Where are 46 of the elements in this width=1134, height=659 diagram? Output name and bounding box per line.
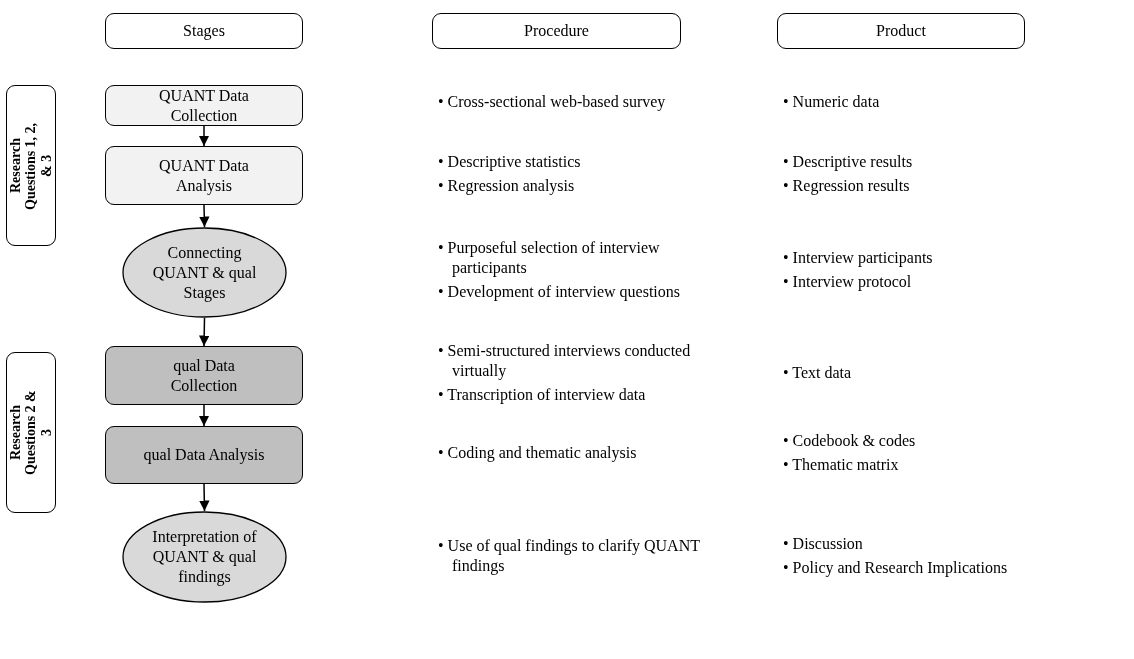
stage-label: QUANT Data Analysis [158, 155, 250, 196]
stage-box [105, 146, 303, 205]
research-question-label: Research Questions 1, 2, & 3 [7, 120, 55, 211]
stage-box [105, 346, 303, 405]
bullet-item: • Cross-sectional web-based survey [438, 92, 667, 112]
arrow [199, 483, 210, 512]
bullet-item: • Development of interview questions [438, 282, 681, 302]
column-heading: Stages [183, 21, 225, 41]
stage-label: Connecting QUANT & qual Stages [151, 242, 258, 303]
bullet-item: • Descriptive statistics [438, 152, 582, 172]
bullet-item: • Regression analysis [438, 176, 576, 196]
bullet-item: • Interview participants [783, 248, 934, 268]
stage-label: qual Data Analysis [143, 445, 265, 465]
arrow [198, 125, 210, 147]
bullet-item: • Transcription of interview data [438, 385, 647, 405]
bullet-item: • Numeric data [783, 92, 881, 112]
bullet-item: • Interview protocol [783, 272, 913, 292]
header-box [432, 13, 681, 49]
column-heading: Procedure [524, 21, 589, 41]
stage-box [105, 426, 303, 484]
bullet-item: • Discussion [783, 534, 864, 554]
stage-label: QUANT Data Collection [158, 85, 250, 126]
stage-label: qual Data Collection [169, 355, 239, 396]
stage-ellipse [122, 227, 287, 318]
arrow [199, 204, 210, 228]
stage-label: Interpretation of QUANT & qual findings [151, 527, 258, 587]
bullet-item: • Semi-structured interviews conducted virtually [438, 341, 692, 381]
research-question-box [6, 352, 56, 513]
stage-box [105, 85, 303, 126]
bullet-item: • Thematic matrix [783, 455, 900, 475]
bullet-item: • Descriptive results [783, 152, 914, 172]
header-box [105, 13, 303, 49]
arrow [198, 404, 210, 427]
research-question-box [6, 85, 56, 246]
bullet-item: • Text data [783, 363, 853, 383]
bullet-item: • Policy and Research Implications [783, 558, 1009, 578]
header-box [777, 13, 1025, 49]
bullet-item: • Purposeful selection of interview participants [438, 238, 661, 278]
column-heading: Product [876, 21, 926, 41]
bullet-item: • Coding and thematic analysis [438, 443, 638, 463]
research-question-label: Research Questions 2 & 3 [7, 389, 55, 477]
stage-ellipse [122, 511, 287, 603]
arrow [198, 317, 210, 347]
bullet-item: • Regression results [783, 176, 911, 196]
bullet-item: • Codebook & codes [783, 431, 917, 451]
bullet-item: • Use of qual findings to clarify QUANT findings [438, 536, 700, 576]
